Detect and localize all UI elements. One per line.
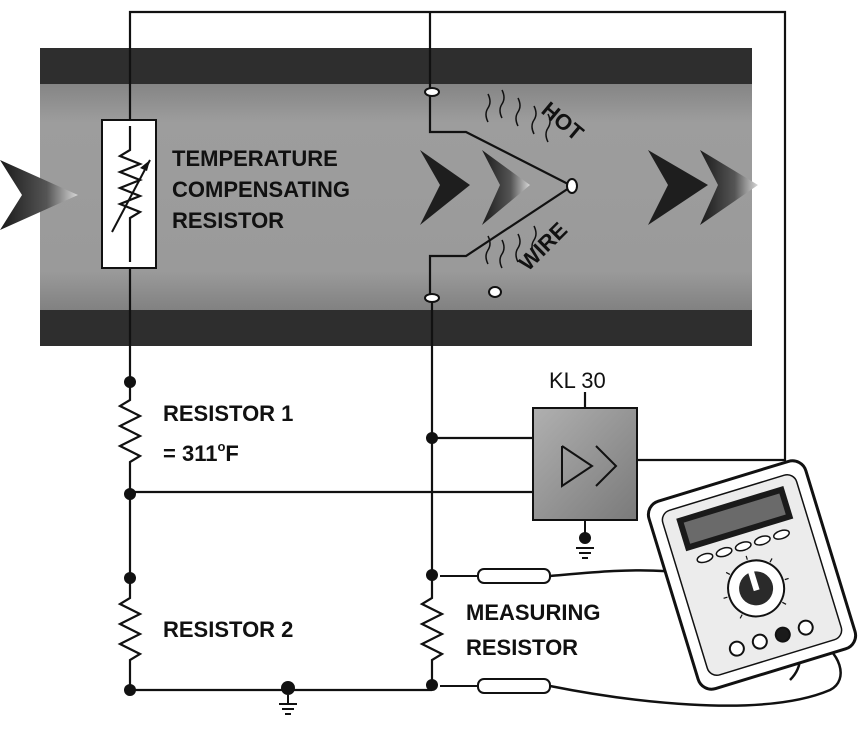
temp-resistor-label-3: RESISTOR [172, 208, 284, 233]
resistor1-label: RESISTOR 1 [163, 401, 293, 426]
multimeter-icon [646, 459, 858, 691]
hot-wire-element [424, 87, 578, 303]
resistor1-value-number: = 311 [163, 441, 217, 466]
measuring-resistor-label-1: MEASURING [466, 600, 600, 625]
ground-icon [279, 681, 297, 715]
double-chevron-amplifier-icon [561, 445, 618, 488]
bridge-circuit [117, 268, 533, 696]
resistor1-value: = 311oF [163, 439, 239, 466]
measuring-resistor-label-2: RESISTOR [466, 635, 578, 660]
temp-resistor-label-2: COMPENSATING [172, 177, 350, 202]
ground-icon [576, 520, 594, 559]
duct-wall-bottom [40, 310, 752, 346]
airflow-arrow-icon [648, 150, 758, 225]
airflow-arrow-icon [0, 160, 78, 230]
duct-wall-top [40, 48, 752, 84]
air-duct [40, 48, 752, 346]
kl30-label: KL 30 [549, 368, 606, 393]
amplifier-box [532, 392, 638, 521]
top-wiring [128, 10, 787, 462]
resistor1-degree: o [217, 439, 225, 454]
temperature-compensating-resistor [101, 119, 157, 269]
resistor2-label: RESISTOR 2 [163, 617, 293, 642]
resistor1-unit: F [225, 441, 238, 466]
airflow-arrow-icon [420, 150, 530, 225]
temp-resistor-label-1: TEMPERATURE [172, 146, 338, 171]
